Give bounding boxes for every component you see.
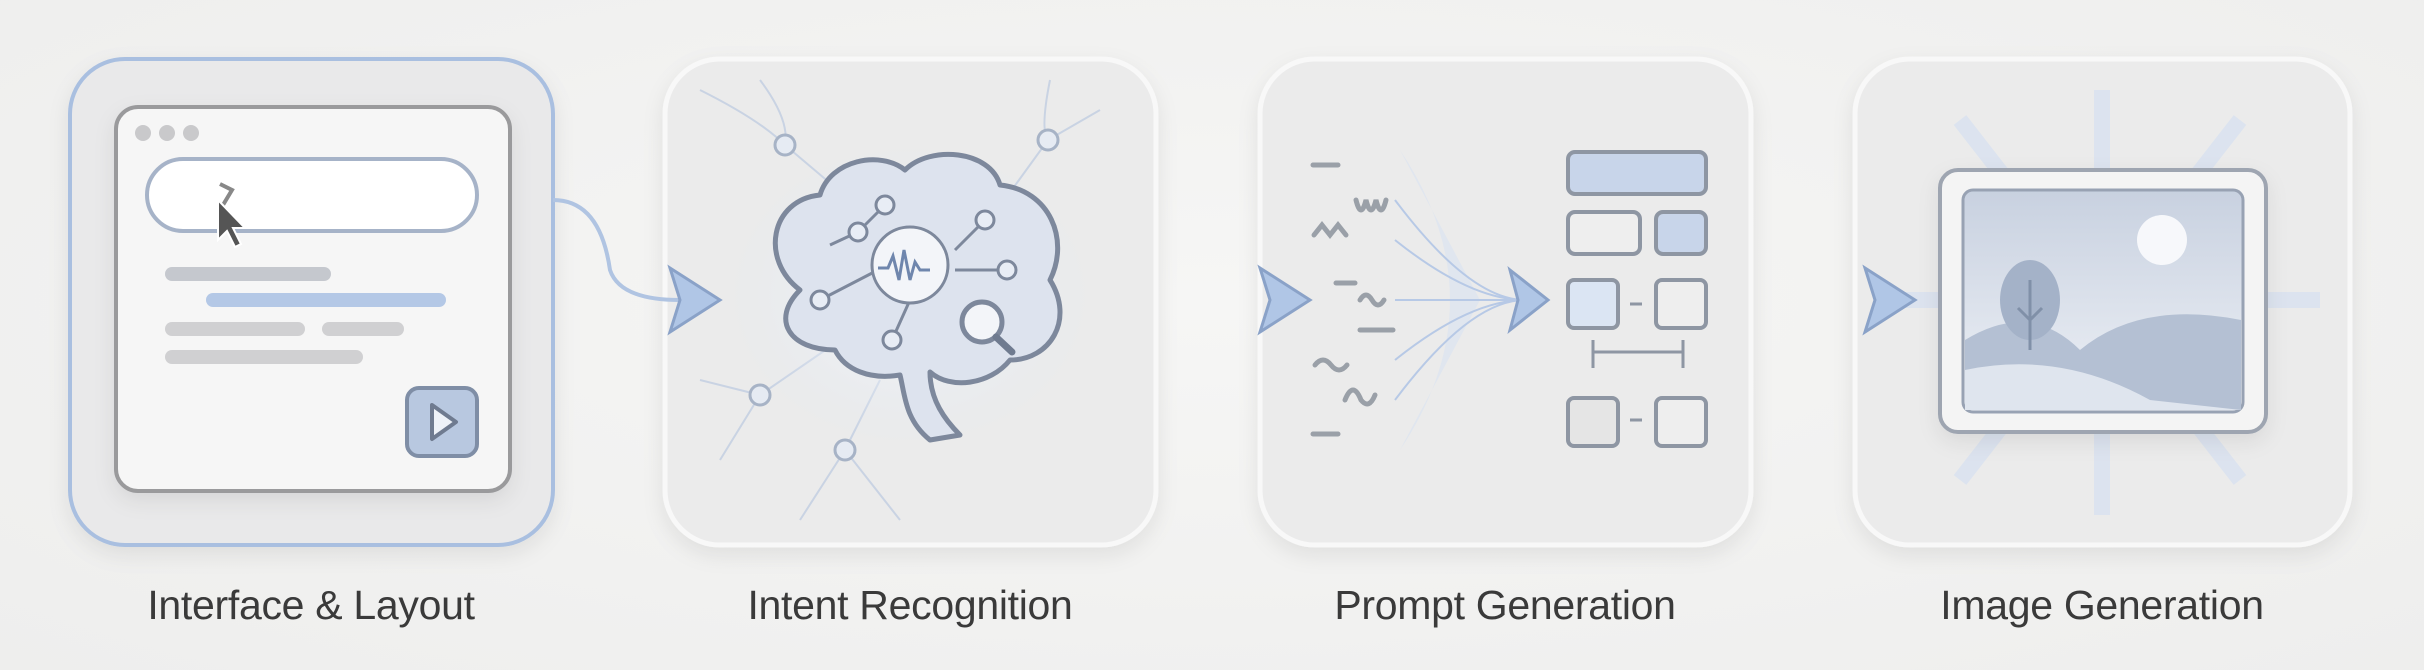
flow-arrow-3	[1751, 264, 1918, 336]
landscape-image-icon	[1938, 168, 2268, 434]
panel-interface	[68, 57, 555, 547]
search-field	[145, 157, 479, 233]
stage-label-image: Image Generation	[1940, 582, 2264, 628]
stage-label-intent: Intent Recognition	[747, 582, 1073, 628]
panel-image	[1852, 56, 2353, 548]
brain-icon	[772, 151, 1063, 443]
flow-arrow-1	[552, 198, 723, 336]
stage-label-interface: Interface & Layout	[147, 582, 475, 628]
cursor-icon	[218, 182, 235, 212]
play-button-icon	[405, 386, 479, 458]
stage-label-prompt: Prompt Generation	[1334, 582, 1676, 628]
panel-intent	[662, 56, 1159, 548]
flow-arrow-2	[1156, 264, 1313, 336]
panel-prompt	[1257, 56, 1754, 548]
prompt-blocks	[1566, 150, 1708, 448]
text-fragments	[1310, 162, 1396, 437]
